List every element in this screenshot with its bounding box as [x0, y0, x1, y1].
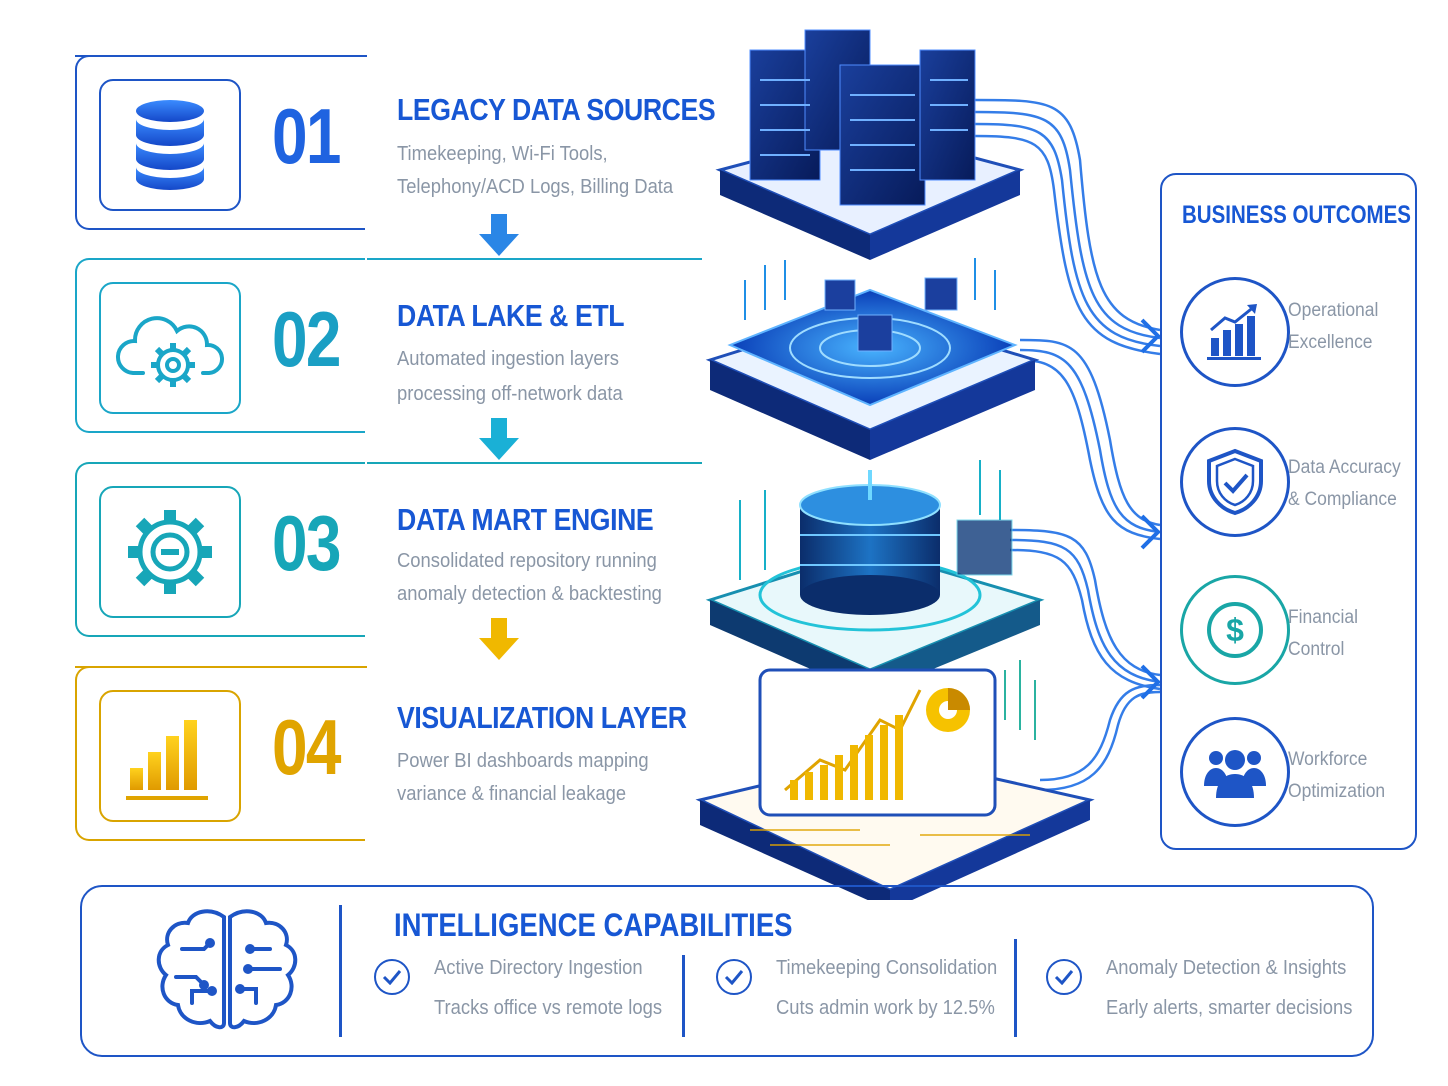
outcome-label: & Compliance — [1288, 489, 1397, 510]
step-title: LEGACY DATA SOURCES — [397, 92, 716, 127]
step-icon-box-02 — [99, 282, 241, 414]
down-arrow-icon — [479, 214, 519, 256]
capability-name: Timekeeping Consolidation — [776, 957, 998, 979]
step-desc: Automated ingestion layers — [397, 348, 619, 370]
step-desc: processing off-network data — [397, 383, 623, 405]
capability-name: Anomaly Detection & Insights — [1106, 957, 1347, 979]
step-desc: anomaly detection & backtesting — [397, 583, 662, 605]
outcome-label: Excellence — [1288, 332, 1373, 353]
intelligence-title: INTELLIGENCE CAPABILITIES — [394, 907, 793, 943]
step-desc: Timekeeping, Wi-Fi Tools, — [397, 143, 608, 165]
data-mart-platform — [705, 460, 1045, 695]
step-desc: Power BI dashboards mapping — [397, 750, 649, 772]
step-number: 01 — [272, 92, 342, 180]
dollar-icon: $ — [1207, 602, 1263, 658]
outcomes-title: BUSINESS OUTCOMES — [1182, 201, 1411, 229]
team-icon — [1204, 750, 1266, 798]
capability-name: Active Directory Ingestion — [434, 957, 643, 979]
intelligence-panel: INTELLIGENCE CAPABILITIES Active Directo… — [80, 885, 1374, 1057]
step-number: 03 — [272, 499, 342, 587]
outcome-label: Financial — [1288, 607, 1358, 628]
cloud-gear-icon — [116, 316, 225, 387]
step-number: 04 — [272, 703, 342, 791]
flow-arrow-icons — [1140, 318, 1161, 700]
data-lake-platform — [705, 258, 1040, 460]
growth-chart-icon — [1207, 304, 1261, 360]
divider — [75, 666, 367, 668]
shield-check-icon — [1207, 448, 1263, 516]
capability-detail: Cuts admin work by 12.5% — [776, 997, 995, 1019]
step-title: VISUALIZATION LAYER — [397, 700, 687, 735]
outcome-label: Operational — [1288, 300, 1379, 321]
check-circle-icon — [1046, 959, 1082, 995]
step-card-02: 02 — [75, 258, 365, 433]
step-icon-box-03 — [99, 486, 241, 618]
outcome-label: Control — [1288, 639, 1345, 660]
down-arrow-icon — [479, 418, 519, 460]
capability-detail: Tracks office vs remote logs — [434, 997, 663, 1019]
brain-circuit-icon — [156, 909, 298, 1030]
divider — [367, 462, 702, 464]
outcome-circle — [1180, 717, 1290, 827]
check-circle-icon — [716, 959, 752, 995]
step-desc: variance & financial leakage — [397, 783, 627, 805]
step-title: DATA LAKE & ETL — [397, 298, 625, 333]
outcome-circle — [1180, 427, 1290, 537]
step-icon-box-01 — [99, 79, 241, 211]
visualization-platform — [695, 660, 1095, 900]
divider — [1014, 939, 1017, 1037]
step-title: DATA MART ENGINE — [397, 502, 654, 537]
database-icon — [136, 100, 204, 190]
data-flow-lines — [974, 98, 1161, 792]
capability-detail: Early alerts, smarter decisions — [1106, 997, 1353, 1019]
divider — [367, 258, 702, 260]
step-desc: Telephony/ACD Logs, Billing Data — [397, 176, 674, 198]
svg-text:$: $ — [1226, 612, 1244, 648]
divider — [339, 905, 342, 1037]
outcome-label: Optimization — [1288, 781, 1386, 802]
step-number: 02 — [272, 295, 342, 383]
outcome-label: Data Accuracy — [1288, 457, 1401, 478]
outcome-circle — [1180, 277, 1290, 387]
bar-chart-icon — [126, 720, 208, 800]
outcome-label: Workforce — [1288, 749, 1368, 770]
down-arrow-icon — [479, 618, 519, 660]
outcome-circle: $ — [1180, 575, 1290, 685]
divider — [682, 955, 685, 1037]
servers-platform — [715, 29, 1025, 260]
step-desc: Consolidated repository running — [397, 550, 657, 572]
gear-icon — [128, 510, 212, 594]
step-card-01: 01 — [75, 55, 365, 230]
step-card-04: 04 — [75, 666, 365, 841]
check-circle-icon — [374, 959, 410, 995]
divider — [75, 55, 367, 57]
business-outcomes-panel: BUSINESS OUTCOMES Operational Excellence… — [1160, 173, 1417, 850]
step-icon-box-04 — [99, 690, 241, 822]
data-pipeline-illustration — [695, 29, 1161, 900]
step-card-03: 03 — [75, 462, 365, 637]
